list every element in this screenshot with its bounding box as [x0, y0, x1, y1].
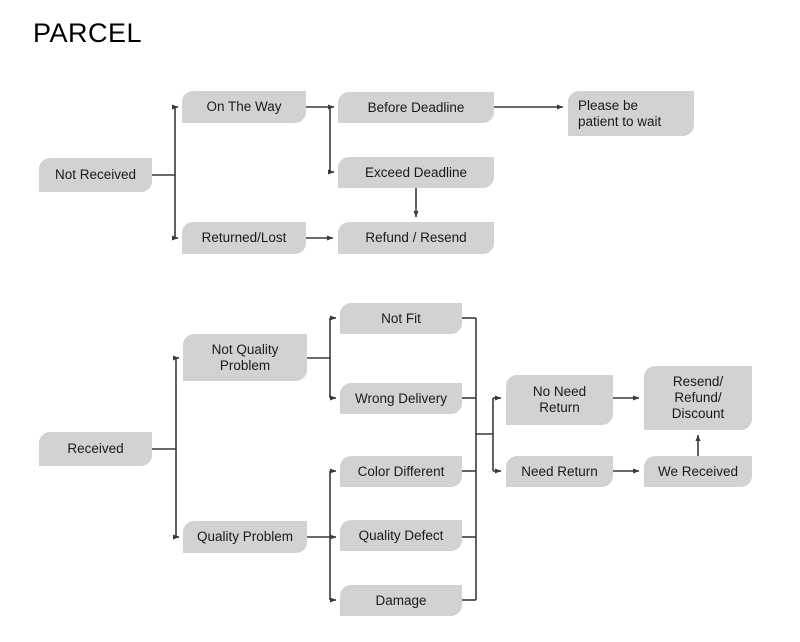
node-refund-resend[interactable]: Refund / Resend: [338, 222, 494, 254]
node-on-the-way[interactable]: On The Way: [182, 91, 306, 123]
node-exceed-deadline[interactable]: Exceed Deadline: [338, 157, 494, 188]
node-returned-lost[interactable]: Returned/Lost: [182, 222, 306, 254]
node-quality-problem[interactable]: Quality Problem: [183, 521, 307, 553]
node-damage[interactable]: Damage: [340, 585, 462, 616]
node-wrong-delivery[interactable]: Wrong Delivery: [340, 383, 462, 414]
node-not-received[interactable]: Not Received: [39, 158, 152, 192]
node-color-different[interactable]: Color Different: [340, 456, 462, 487]
node-we-received[interactable]: We Received: [644, 456, 752, 487]
page-title: PARCEL: [33, 18, 143, 48]
node-need-return[interactable]: Need Return: [506, 456, 613, 487]
node-not-quality-problem[interactable]: Not Quality Problem: [183, 334, 307, 381]
node-received[interactable]: Received: [39, 432, 152, 466]
node-not-fit[interactable]: Not Fit: [340, 303, 462, 334]
node-please-be-patient[interactable]: Please be patient to wait: [568, 91, 694, 136]
node-resend-refund-discount[interactable]: Resend/ Refund/ Discount: [644, 366, 752, 430]
node-before-deadline[interactable]: Before Deadline: [338, 92, 494, 123]
node-no-need-return[interactable]: No Need Return: [506, 375, 613, 425]
node-quality-defect[interactable]: Quality Defect: [340, 520, 462, 551]
